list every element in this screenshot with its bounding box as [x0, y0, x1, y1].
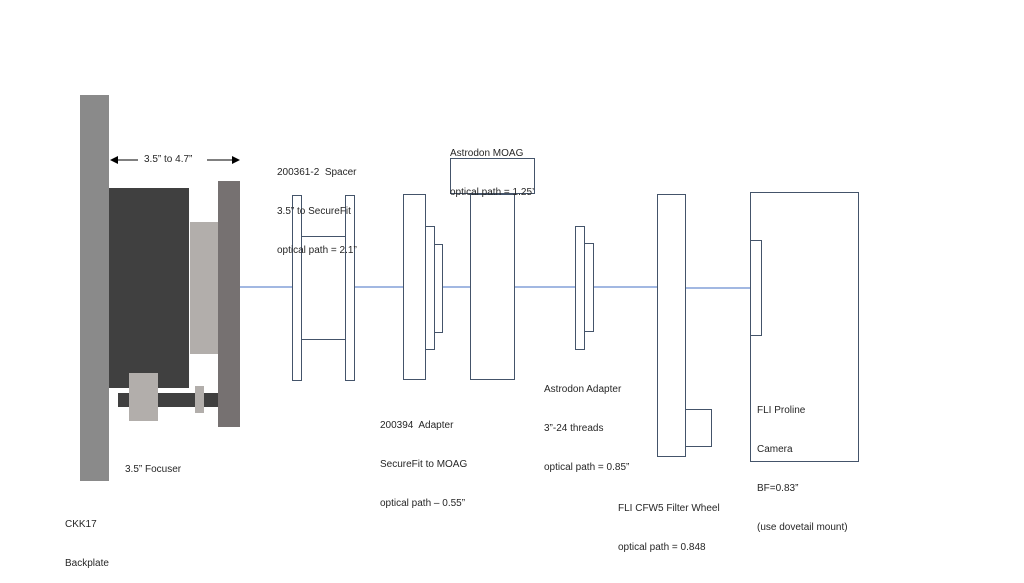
spacer-shape [292, 195, 355, 381]
camera-shape [750, 192, 859, 462]
backplate-label: CKK17 Backplate [65, 492, 109, 583]
adapter-securefit-flange [403, 194, 426, 380]
focuser-coarse-knob [129, 373, 158, 421]
focuser-fine-knob [195, 386, 204, 413]
moag-body [470, 194, 515, 380]
adapter-securefit-step2 [434, 244, 443, 333]
focuser-body [109, 188, 189, 388]
astrodon-adapter-thread [584, 243, 594, 332]
adapter-securefit-step1 [425, 226, 435, 350]
label-line: optical path = 2.1” [277, 245, 357, 256]
camera-body [750, 192, 859, 462]
adapter-securefit-shape [403, 194, 443, 380]
backplate-shape [80, 95, 109, 481]
astrodon-adapter-flange [575, 226, 585, 350]
label-line: 200394 Adapter [380, 420, 454, 431]
label-line: Backplate [65, 558, 109, 569]
label-line: Camera [757, 444, 793, 455]
label-line: (use dovetail mount) [757, 522, 848, 533]
label-line: Astrodon Adapter [544, 384, 622, 395]
label-line: CKK17 [65, 519, 97, 530]
filter-wheel-shape [657, 194, 712, 457]
adapter-securefit-label: 200394 Adapter SecureFit to MOAG optical… [380, 393, 467, 523]
label-line: BF=0.83” [757, 483, 799, 494]
label-line: 3.5” Focuser [125, 464, 182, 475]
moag-label: Astrodon MOAG optical path = 1.25’ [450, 121, 534, 212]
moag-shape [450, 158, 535, 380]
filter-wheel-hub [685, 409, 712, 447]
label-line: optical path = 0.85” [544, 462, 630, 473]
filter-wheel-label: FLI CFW5 Filter Wheel optical path = 0.8… [618, 476, 720, 567]
astrodon-adapter-label: Astrodon Adapter 3”-24 threads optical p… [544, 357, 629, 487]
focuser-label: 3.5” Focuser [125, 437, 181, 489]
spacer-flange-left [292, 195, 302, 381]
label-line: FLI Proline [757, 405, 806, 416]
focuser-shape [109, 181, 240, 427]
label-line: Astrodon MOAG [450, 148, 524, 159]
label-line: optical path – 0.55” [380, 498, 466, 509]
camera-dovetail-mount [750, 240, 762, 336]
optical-axis [240, 284, 761, 292]
label-line: optical path = 0.848 [618, 542, 706, 553]
camera-label: FLI Proline Camera BF=0.83” (use dovetai… [757, 378, 848, 547]
astrodon-adapter-shape [575, 226, 594, 350]
spacer-flange-right [345, 195, 355, 381]
moag-guider-port [450, 158, 535, 194]
label-line: 3”-24 threads [544, 423, 604, 434]
focuser-drawtube [190, 222, 218, 354]
label-line: 200361-2 Spacer [277, 167, 357, 178]
label-line: optical path = 1.25’ [450, 187, 535, 198]
dimension-label: 3.5” to 4.7” [144, 154, 193, 165]
filter-wheel-body [657, 194, 686, 457]
label-line: FLI CFW5 Filter Wheel [618, 503, 720, 514]
label-line: SecureFit to MOAG [380, 459, 468, 470]
spacer-label: 200361-2 Spacer 3.5” to SecureFit optica… [277, 140, 357, 270]
focuser-plate [218, 181, 240, 427]
label-line: 3.5” to SecureFit [277, 206, 351, 217]
